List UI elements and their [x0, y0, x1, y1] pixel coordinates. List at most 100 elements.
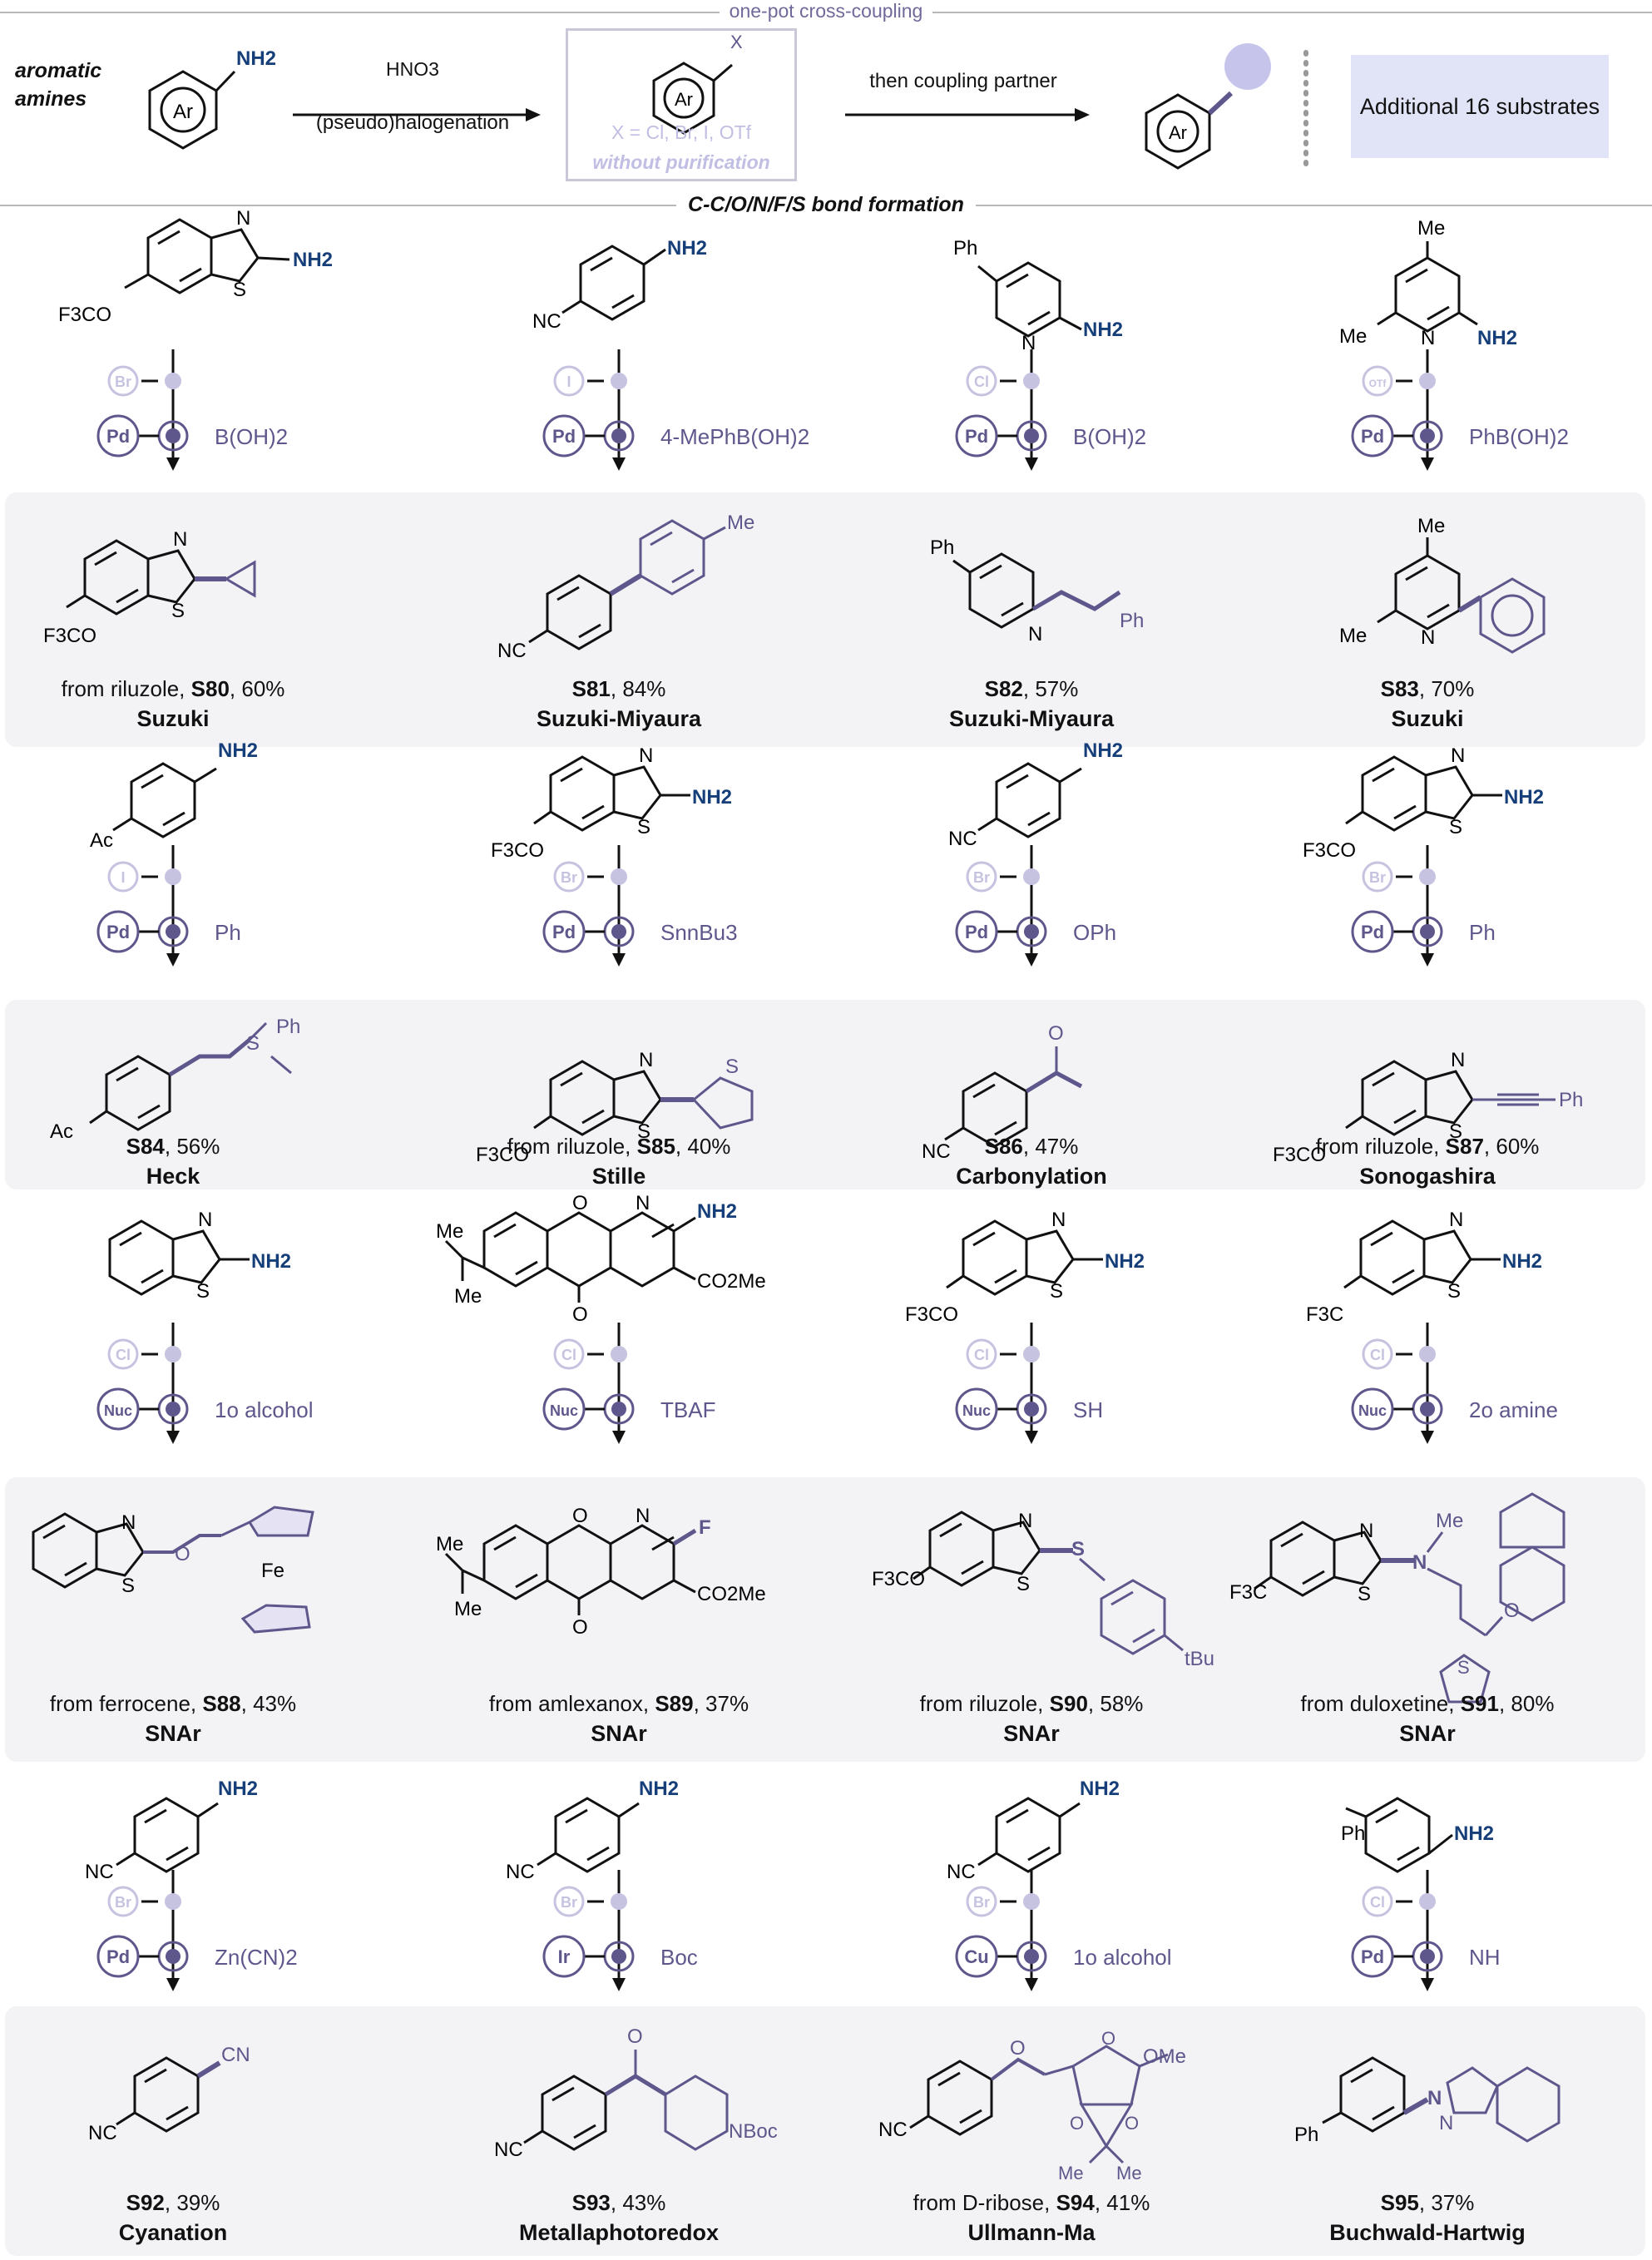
reaction-name: Suzuki-Miyaura: [536, 706, 702, 731]
halide-label: Cl: [974, 1347, 989, 1363]
halide-label: Br: [561, 869, 577, 886]
caption-S81: S81, 84% Suzuki-Miyaura: [419, 674, 819, 734]
r4c3p-o4: O: [1125, 2113, 1139, 2134]
r3c4p-me: Me: [1436, 1510, 1463, 1532]
additional-substrates-box: Additional 16 substrates: [1351, 55, 1609, 158]
x-list: X = Cl, Br, I, OTf: [611, 121, 752, 143]
caption-S89: from amlexanox, S89, 37%SNAr: [419, 1689, 819, 1748]
r3c4-s: S: [1447, 1280, 1461, 1303]
r1c1-nh2: NH2: [293, 249, 333, 271]
compound-yield: S81, 84%: [571, 676, 666, 701]
partner-label: Ph: [215, 920, 241, 945]
reagent-halogenation: (pseudo)halogenation: [315, 111, 510, 134]
partner-label: 1o alcohol: [215, 1397, 314, 1422]
r3c1-n: N: [198, 1209, 212, 1231]
r4c2p-nc: NC: [494, 2139, 523, 2161]
catalyst-label: Pd: [1361, 426, 1384, 447]
r4c4-product: [1322, 2056, 1406, 2133]
r4c2-nc: NC: [506, 1861, 535, 1883]
compound-yield: S93, 43%: [571, 2190, 666, 2215]
r2c3-start: [977, 762, 1082, 838]
reaction-name: SNAr: [1399, 1721, 1456, 1746]
r4c1p-cn: CN: [221, 2044, 250, 2066]
compound-yield: S86, 47%: [984, 1134, 1079, 1159]
halide-label: I: [121, 869, 125, 886]
r4c4p-ph: Ph: [1294, 2124, 1318, 2146]
compound-yield: from amlexanox, S89, 37%: [488, 1691, 749, 1716]
caption-S90: from riluzole, S90, 58%SNAr: [832, 1689, 1231, 1748]
compound-yield: S92, 39%: [126, 2190, 220, 2215]
r3c3p-s2: S: [1071, 1538, 1085, 1560]
r3c2p-me1: Me: [436, 1533, 463, 1555]
compound-yield: from riluzole, S85, 40%: [507, 1134, 731, 1159]
one-pot-title: one-pot cross-coupling: [0, 0, 1652, 22]
r1c4-start: [1377, 241, 1478, 333]
catalyst-label: Pd: [965, 922, 988, 942]
r4c4p-n1: N: [1427, 2087, 1442, 2109]
partner-label: B(OH)2: [1073, 424, 1146, 449]
halide-label: Cl: [561, 1347, 576, 1363]
r4c4-nh2: NH2: [1454, 1822, 1494, 1845]
r2c4-s: S: [1449, 816, 1462, 838]
catalyst-label: Pd: [552, 922, 576, 942]
r1c4-nh2: NH2: [1477, 327, 1517, 349]
caption-S95: S95, 37%Buchwald-Hartwig: [1228, 2188, 1627, 2248]
r4c3p-ome: OMe: [1143, 2045, 1186, 2068]
r2c2-start: [533, 755, 690, 832]
r4c3p-o1: O: [1010, 2037, 1026, 2060]
r4c3p-o3: O: [1070, 2113, 1084, 2134]
r1c2-nc: NC: [532, 310, 561, 333]
partner-label: Boc: [660, 1945, 698, 1970]
halide-label: Br: [115, 1894, 131, 1911]
ar-label-2: Ar: [675, 89, 693, 110]
halide-label: Br: [561, 1894, 577, 1911]
compound-yield: from riluzole, S87, 60%: [1315, 1134, 1540, 1159]
r3c1-start: [108, 1219, 250, 1296]
header-scheme: Ar NH2 Ar X Ar: [148, 32, 1308, 171]
compound-yield: from riluzole, S90, 58%: [919, 1691, 1144, 1716]
compound-yield: S84, 56%: [126, 1134, 220, 1159]
compound-yield: S82, 57%: [984, 676, 1079, 701]
partner-label: PhB(OH)2: [1469, 424, 1569, 449]
r1c3-n: N: [1021, 332, 1036, 354]
r2c4p-ph: Ph: [1559, 1089, 1583, 1111]
r3c1-s: S: [196, 1280, 210, 1303]
r4c1-product: [116, 2056, 200, 2133]
r3c1p-s: S: [121, 1575, 135, 1597]
ar-label-3: Ar: [1169, 122, 1187, 143]
r3c3p-tbu: tBu: [1185, 1648, 1214, 1670]
r2c2-f3co: F3CO: [491, 839, 544, 862]
ar-label-1: Ar: [173, 101, 193, 123]
r2c2p-s: S: [637, 1120, 650, 1143]
r3c2p-o-ring: O: [572, 1505, 588, 1527]
r1c2-nh2: NH2: [667, 237, 707, 260]
r2c1-nh2: NH2: [218, 739, 258, 762]
r1c4-me-top: Me: [1417, 217, 1445, 240]
r1c4p-n: N: [1421, 626, 1435, 649]
caption-S86: S86, 47% Carbonylation: [832, 1131, 1231, 1191]
partner-label: Ph: [1469, 920, 1496, 945]
halide-label: OTf: [1369, 378, 1387, 389]
reaction-name: Ullmann-Ma: [967, 2220, 1096, 2245]
r3c4p-n: N: [1359, 1520, 1373, 1542]
r4c4-start: [1345, 1797, 1453, 1873]
r3c2-me2: Me: [454, 1285, 482, 1308]
without-purification: without purification: [592, 151, 770, 173]
r4c3p-me2: Me: [1116, 2163, 1142, 2183]
r1c3-nh2: NH2: [1083, 319, 1123, 341]
reaction-name: Carbonylation: [956, 1164, 1107, 1189]
r3c2-nh2: NH2: [697, 1200, 737, 1223]
reaction-name: Cyanation: [118, 2220, 228, 2245]
halide-label: Cl: [974, 373, 989, 390]
r1c2-product: [528, 574, 612, 650]
r2c4p-n: N: [1451, 1049, 1465, 1071]
partner-label: TBAF: [660, 1397, 715, 1422]
r2c2-n: N: [639, 744, 653, 767]
